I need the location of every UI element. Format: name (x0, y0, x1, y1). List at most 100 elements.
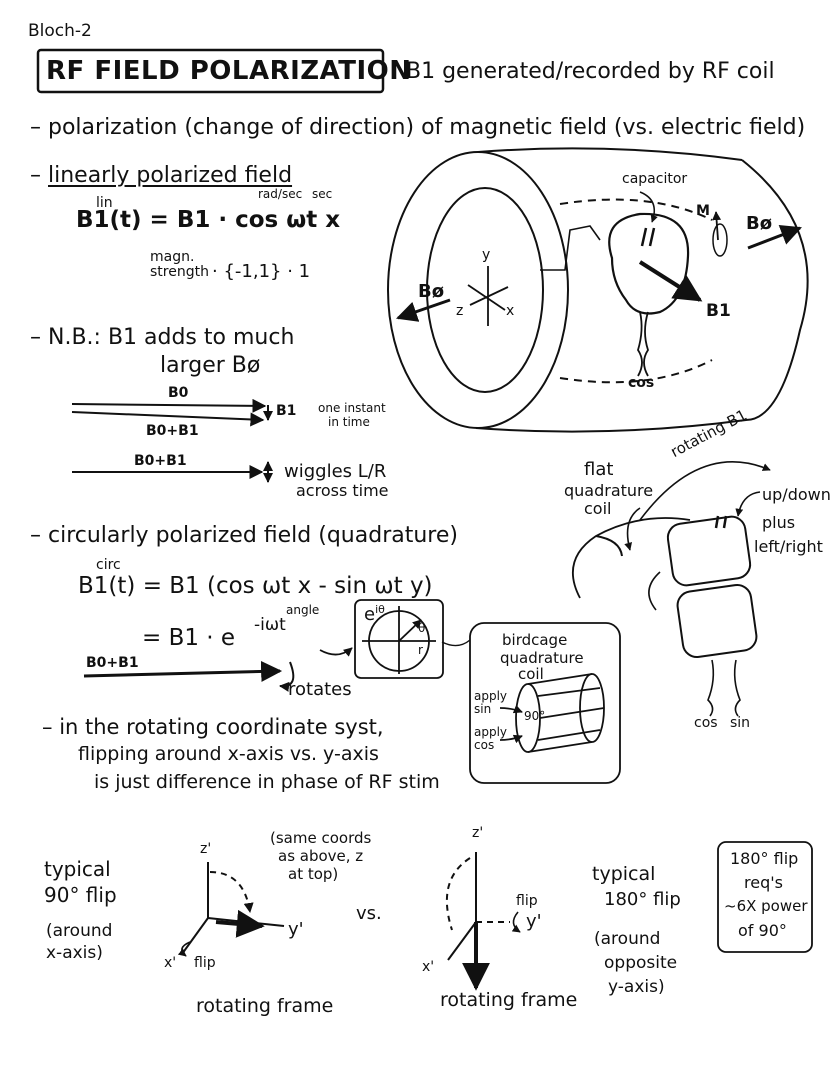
birdcage-rung-1 (537, 687, 601, 697)
frame2-z-label: z' (472, 825, 484, 841)
rotating-bullet: – in the rotating coordinate syst, (42, 715, 384, 739)
coil-lead-wire-2 (643, 311, 649, 377)
bore-bottom-edge (475, 419, 747, 433)
frame2-x-axis (447, 921, 477, 961)
typical180-line5: y-axis) (608, 977, 665, 997)
flat-coil-line1: flat (584, 459, 614, 480)
bore-far-inner-2 (559, 359, 713, 384)
coil-loop (608, 212, 690, 315)
frame2-y-label: y' (526, 911, 542, 932)
frame1-caption: rotating frame (196, 995, 334, 1017)
flat-coil-pointer (624, 507, 641, 551)
rotating-b1-arc (639, 461, 771, 521)
bore-axis-z-label: z (456, 303, 464, 319)
frame1-x-axis (181, 917, 209, 955)
b0-right-label: Bø (746, 213, 773, 234)
unit-circle-box (354, 599, 444, 679)
apply-sin-label: apply sin (474, 689, 508, 717)
b1-coil-label: B1 (706, 301, 731, 321)
birdcage-rung-3 (537, 729, 601, 741)
quad-cap-1 (714, 515, 720, 529)
quad-cos-label: cos (694, 715, 718, 731)
linear-sup-radsec: rad/sec (258, 187, 303, 201)
typical90-line4: x-axis) (46, 943, 103, 963)
vs-label: vs. (356, 903, 382, 924)
nb-one-instant: one instant (318, 401, 386, 415)
same-coords-1: (same coords (270, 829, 372, 847)
frame2-flip-label: flip (516, 893, 538, 909)
b1-arrow-in-coil (638, 260, 703, 302)
unit-circle-diagram (83, 599, 444, 692)
circle-theta: θ (418, 621, 426, 635)
title-box (36, 48, 385, 94)
power-note-line4: of 90° (738, 921, 787, 940)
nb-line1: N.B.: B1 adds to much (48, 325, 295, 350)
magn-strength-label: magn. strength (150, 249, 209, 280)
power-note-line1: 180° flip (730, 849, 799, 868)
typical180-line3: (around (594, 929, 661, 949)
bore-inner-ring (426, 187, 544, 393)
plus-label: plus (762, 513, 796, 532)
nb-arrow2-label: B0+B1 (134, 453, 187, 469)
quad-lead-cos (707, 659, 715, 717)
circular-eq1: B1(t) = B1 (cos ωt x - sin ωt y) (78, 573, 433, 599)
nb-vector-sum (71, 398, 273, 483)
frame-90-diagram (177, 862, 285, 957)
bore-axis-z (467, 284, 506, 311)
frame2-x-label: x' (422, 959, 435, 975)
coil-loop-updown (666, 515, 752, 587)
circular-rotates: rotates (288, 679, 352, 700)
circular-exponent: -iωt (254, 615, 286, 635)
b0-left-label: Bø (418, 281, 445, 302)
power-note-line3: ~6X power (724, 897, 808, 915)
circular-bullet: – circularly polarized field (quadrature… (30, 523, 458, 548)
bore-far-end (741, 159, 809, 421)
circle-e-label: eiθ (364, 603, 385, 625)
nb-b1-label: B1 (276, 403, 297, 419)
m-precession (712, 223, 728, 257)
nb-wiggles: wiggles L/R (284, 461, 387, 482)
bore-axis-y-label: y (482, 247, 491, 263)
birdcage-diagram (441, 622, 621, 784)
birdcage-rung-2 (539, 707, 605, 719)
frame1-z-label: z' (200, 841, 212, 857)
circular-angle-label: angle (286, 603, 320, 617)
coil-cos-label: cos (628, 375, 655, 391)
circle-exp: iθ (375, 603, 385, 616)
frame1-flip-arc (209, 871, 254, 913)
updown-label: up/down (762, 485, 830, 504)
birdcage-angle: 90° (524, 709, 546, 723)
frame1-vector (215, 909, 265, 938)
rotating-line3: is just difference in phase of RF stim (94, 771, 440, 793)
bore-axis-x-label: x (506, 303, 515, 319)
b0-left-arrow (396, 298, 451, 322)
typical90-line2: 90° flip (44, 883, 117, 907)
rotating-line1: in the rotating coordinate syst, (59, 715, 384, 739)
quad-lead-sin (733, 659, 741, 717)
m-label: M (696, 203, 710, 219)
face-line (595, 535, 623, 557)
circle-r: r (418, 643, 423, 657)
rotating-line2: flipping around x-axis vs. y-axis (78, 743, 379, 765)
same-coords-3: at top) (288, 865, 339, 883)
bore-outer-ring (387, 151, 569, 429)
typical90-line3: (around (46, 921, 113, 941)
nb-across-time: across time (296, 481, 389, 500)
exp-pointer (319, 647, 353, 657)
apply-cos-label: apply cos (474, 725, 508, 753)
nb-b0-label: B0 (168, 385, 189, 401)
capacitor-label: capacitor (622, 171, 688, 187)
quad-cap-2 (722, 515, 728, 529)
rotation-arc (279, 661, 295, 692)
birdcage-bottom (527, 741, 593, 753)
unit-circle-radius (398, 619, 422, 642)
intro-bullet: – polarization (change of direction) of … (30, 115, 806, 140)
nb-b0b1-label: B0+B1 (146, 423, 199, 439)
underbrace-values: · {-1,1} · 1 (212, 261, 311, 282)
frame2-flip-curl (511, 911, 521, 933)
birdcage-line2: quadrature (500, 649, 584, 667)
bore-far-inner (559, 198, 713, 221)
flat-coil-line3: coil (584, 499, 612, 518)
capacitor-pointer (639, 191, 658, 223)
